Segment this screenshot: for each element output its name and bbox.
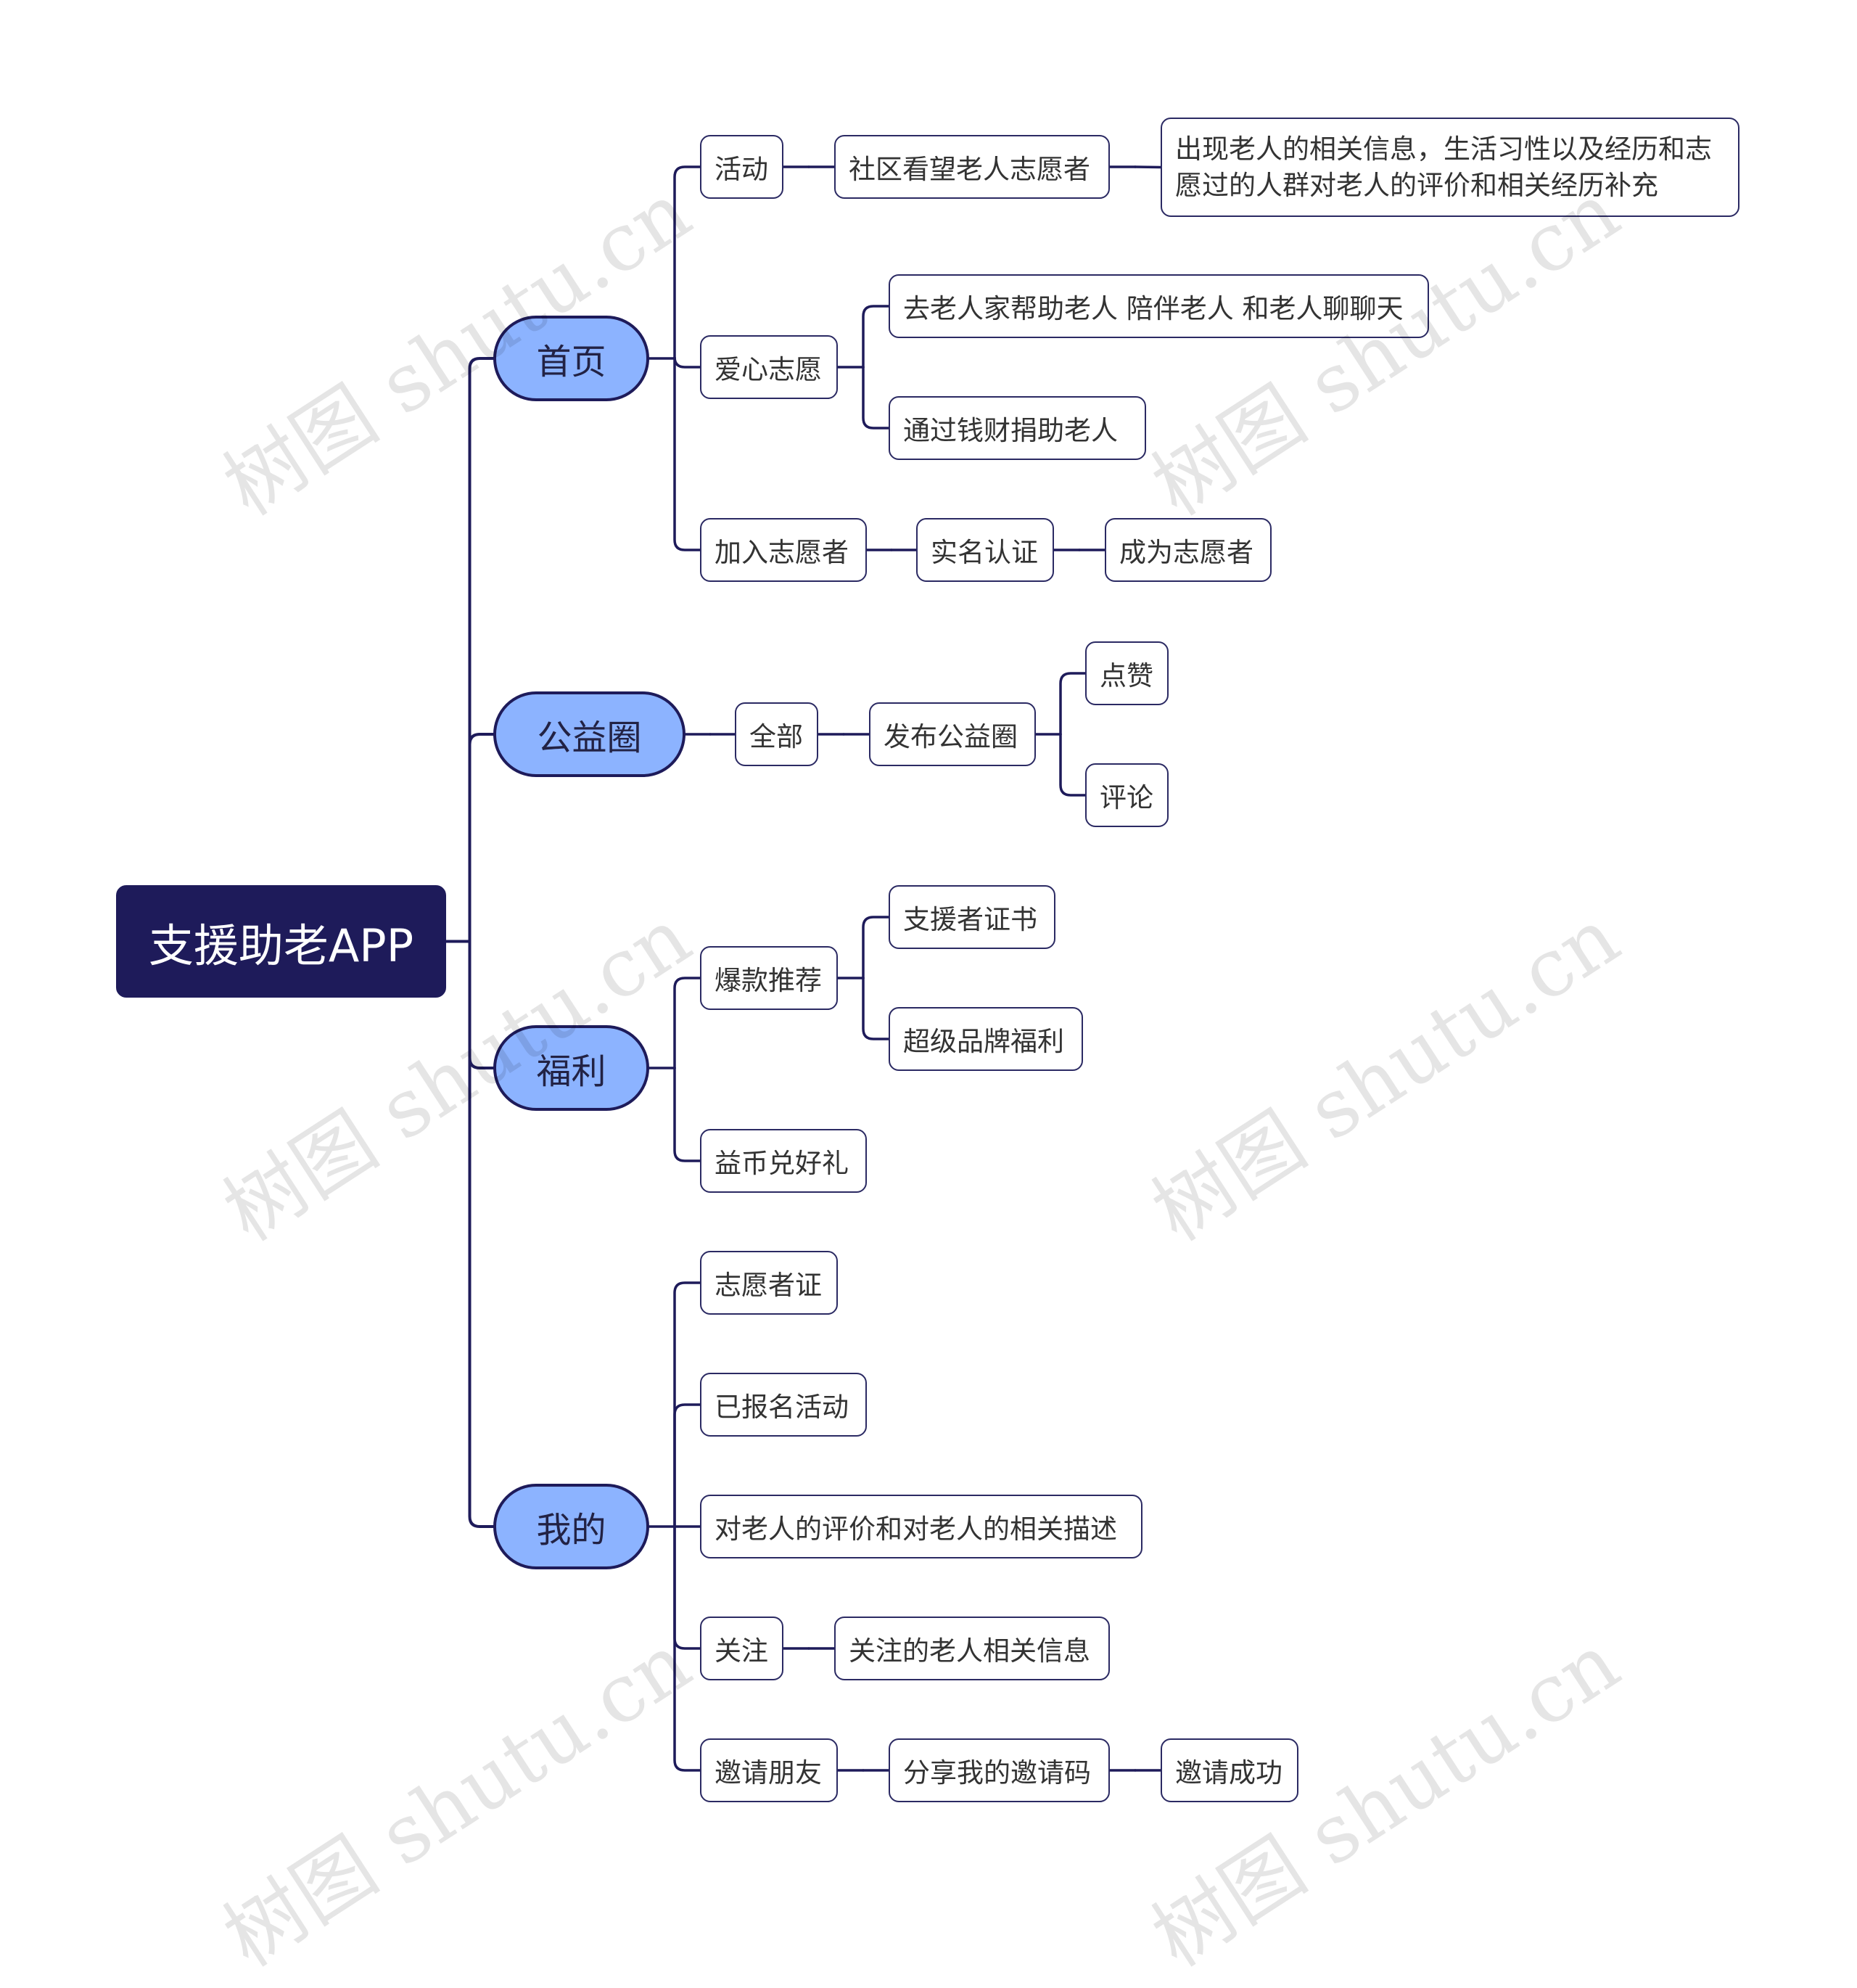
connector-line xyxy=(468,940,495,1528)
node-elder-info-description[interactable]: 出现老人的相关信息，生活习性以及经历和志愿过的人群对老人的评价和相关经历补充 xyxy=(1161,118,1739,217)
root-node[interactable]: 支援助老APP xyxy=(116,885,446,998)
connector-line xyxy=(673,1525,701,1650)
node-publish-circle[interactable]: 发布公益圈 xyxy=(869,702,1036,766)
node-followed-elder-info[interactable]: 关注的老人相关信息 xyxy=(834,1617,1110,1680)
node-supporter-certificate[interactable]: 支援者证书 xyxy=(889,885,1055,949)
connector-line xyxy=(862,977,890,1040)
connector-line xyxy=(1059,672,1087,736)
node-become-volunteer[interactable]: 成为志愿者 xyxy=(1105,518,1272,582)
connector-line xyxy=(673,1525,701,1772)
connector-line xyxy=(673,1067,701,1162)
node-share-invite-code[interactable]: 分享我的邀请码 xyxy=(889,1738,1110,1802)
node-join-volunteer[interactable]: 加入志愿者 xyxy=(700,518,867,582)
connector-line xyxy=(862,305,890,369)
node-money-donation[interactable]: 通过钱财捐助老人 xyxy=(889,396,1146,460)
connector-line xyxy=(1134,165,1162,169)
node-comment[interactable]: 评论 xyxy=(1085,763,1169,827)
node-home-help[interactable]: 去老人家帮助老人 陪伴老人 和老人聊聊天 xyxy=(889,274,1429,338)
branch-charity-circle[interactable]: 公益圈 xyxy=(493,691,685,777)
node-like[interactable]: 点赞 xyxy=(1085,641,1169,705)
connector-line xyxy=(1059,733,1087,797)
connector-lines xyxy=(445,165,1162,1772)
branch-home[interactable]: 首页 xyxy=(493,316,649,401)
connector-line xyxy=(673,1403,701,1528)
node-real-name-auth[interactable]: 实名认证 xyxy=(916,518,1054,582)
connector-line xyxy=(673,1281,701,1528)
node-invite-friends[interactable]: 邀请朋友 xyxy=(700,1738,838,1802)
connector-line xyxy=(673,977,701,1069)
connector-line xyxy=(673,357,701,551)
node-super-brand-welfare[interactable]: 超级品牌福利 xyxy=(889,1007,1083,1071)
node-community-visit-volunteer[interactable]: 社区看望老人志愿者 xyxy=(834,135,1110,199)
connector-line xyxy=(862,916,890,979)
connector-line xyxy=(468,940,495,1069)
node-love-volunteer[interactable]: 爱心志愿 xyxy=(700,335,838,399)
node-follow[interactable]: 关注 xyxy=(700,1617,783,1680)
mindmap-canvas: 支援助老APP 首页 公益圈 福利 我的 活动 社区看望老人志愿者 出现老人的相… xyxy=(116,118,1739,1984)
node-volunteer-card[interactable]: 志愿者证 xyxy=(700,1251,838,1315)
connector-line xyxy=(862,366,890,430)
node-coin-exchange[interactable]: 益币兑好礼 xyxy=(700,1129,867,1193)
node-all[interactable]: 全部 xyxy=(735,702,818,766)
connector-line xyxy=(673,165,701,360)
node-elder-evaluation[interactable]: 对老人的评价和对老人的相关描述 xyxy=(700,1495,1142,1558)
connector-line xyxy=(468,733,495,943)
connector-line xyxy=(468,357,495,943)
connector-line xyxy=(673,356,701,369)
branch-welfare[interactable]: 福利 xyxy=(493,1025,649,1111)
node-hot-recommend[interactable]: 爆款推荐 xyxy=(700,946,838,1010)
node-activity[interactable]: 活动 xyxy=(700,135,783,199)
node-invite-success[interactable]: 邀请成功 xyxy=(1161,1738,1298,1802)
branch-mine[interactable]: 我的 xyxy=(493,1484,649,1569)
node-registered-activities[interactable]: 已报名活动 xyxy=(700,1373,867,1437)
